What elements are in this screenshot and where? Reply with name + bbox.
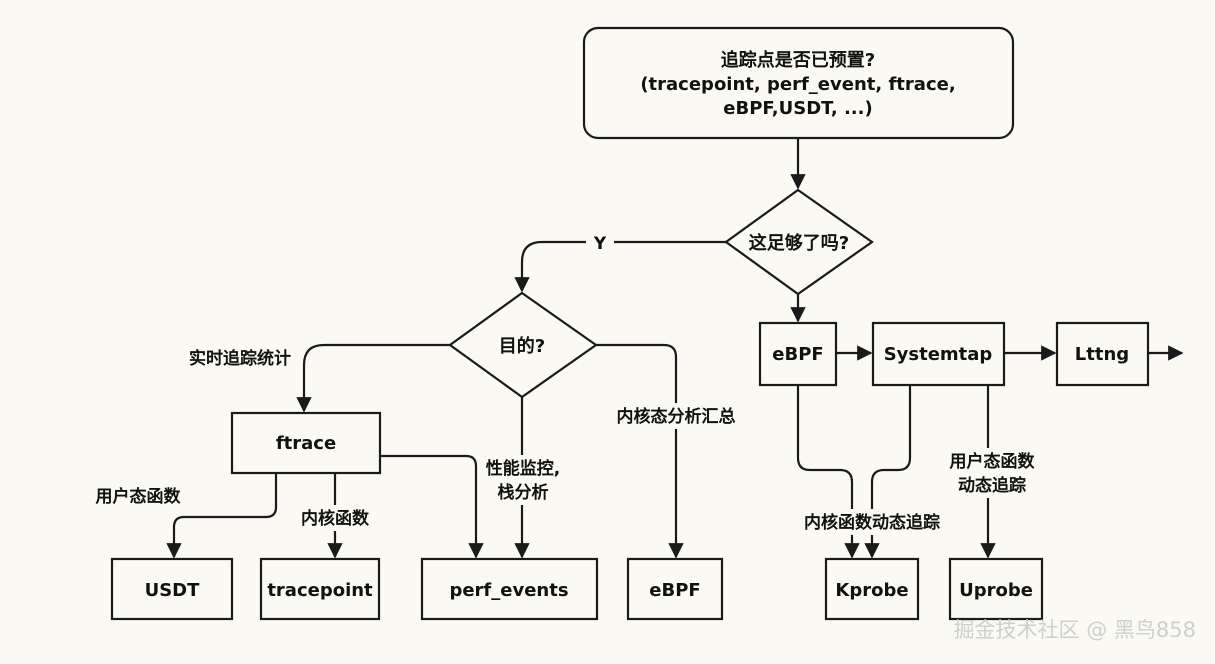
ebpf-right-label: eBPF bbox=[772, 344, 823, 365]
edge-systemtap-to-kprobe bbox=[864, 385, 912, 559]
lttng-node: Lttng bbox=[1055, 321, 1150, 387]
start-label-line3: eBPF,USDT, ...) bbox=[723, 98, 872, 119]
systemtap-node: Systemtap bbox=[871, 321, 1006, 387]
lttng-label: Lttng bbox=[1075, 344, 1129, 365]
yes-label-bg bbox=[586, 230, 614, 254]
systemtap-label: Systemtap bbox=[884, 344, 993, 365]
edge-enough-yes-to-purpose bbox=[514, 240, 726, 293]
purpose-decision: 目的? bbox=[448, 291, 598, 399]
edge-label-perf-monitor-line1: 性能监控, bbox=[486, 458, 560, 479]
edge-label-yes: Y bbox=[593, 234, 607, 254]
edge-label-realtime-stats: 实时追踪统计 bbox=[189, 348, 291, 369]
edge-label-user-dynamic-line1: 用户态函数 bbox=[950, 451, 1036, 472]
start-label-line2: (tracepoint, perf_event, ftrace, bbox=[640, 74, 955, 95]
ebpf-left-node: eBPF bbox=[626, 557, 724, 621]
edge-ebpf-to-kprobe bbox=[796, 385, 860, 559]
watermark: 掘金技术社区 @ 黑鸟858 bbox=[954, 618, 1196, 642]
ftrace-label: ftrace bbox=[276, 433, 336, 454]
edge-label-kernel-func: 内核函数 bbox=[301, 508, 370, 529]
edge-label-user-func: 用户态函数 bbox=[96, 486, 182, 507]
kernel-func-label-bg bbox=[290, 505, 380, 531]
edge-ftrace-to-perf bbox=[380, 454, 484, 559]
edge-label-kernel-dynamic: 内核函数动态追踪 bbox=[804, 512, 940, 533]
edge-ftrace-to-usdt bbox=[166, 473, 278, 559]
perf-events-node: perf_events bbox=[420, 557, 599, 621]
tracepoint-label: tracepoint bbox=[267, 580, 373, 601]
start-node: 追踪点是否已预置? (tracepoint, perf_event, ftrac… bbox=[582, 26, 1015, 140]
uprobe-label: Uprobe bbox=[959, 580, 1033, 601]
ebpf-left-label: eBPF bbox=[649, 580, 700, 601]
enough-decision: 这足够了吗? bbox=[724, 188, 874, 296]
edge-purpose-to-ebpf-left bbox=[596, 343, 684, 559]
kprobe-label: Kprobe bbox=[835, 580, 908, 601]
uprobe-node: Uprobe bbox=[948, 557, 1044, 621]
edge-label-kernel-summary: 内核态分析汇总 bbox=[617, 406, 736, 427]
kprobe-node: Kprobe bbox=[824, 557, 920, 621]
tracepoint-node: tracepoint bbox=[259, 557, 381, 621]
edge-label-user-dynamic-line2: 动态追踪 bbox=[958, 475, 1026, 496]
user-dynamic-label-bg bbox=[940, 448, 1044, 498]
usdt-label: USDT bbox=[145, 580, 201, 601]
perf-events-label: perf_events bbox=[449, 580, 568, 601]
ebpf-right-node: eBPF bbox=[758, 321, 838, 387]
ftrace-node: ftrace bbox=[230, 411, 382, 475]
edge-purpose-to-ftrace bbox=[296, 343, 450, 413]
kernel-summary-label-bg bbox=[604, 403, 748, 429]
purpose-label: 目的? bbox=[499, 335, 545, 357]
edge-label-perf-monitor-line2: 栈分析 bbox=[498, 482, 549, 503]
perf-monitor-label-bg bbox=[478, 455, 568, 505]
enough-label: 这足够了吗? bbox=[749, 232, 849, 254]
start-label-line1: 追踪点是否已预置? bbox=[721, 49, 875, 71]
usdt-node: USDT bbox=[110, 557, 234, 621]
kernel-dynamic-label-bg bbox=[792, 509, 952, 535]
